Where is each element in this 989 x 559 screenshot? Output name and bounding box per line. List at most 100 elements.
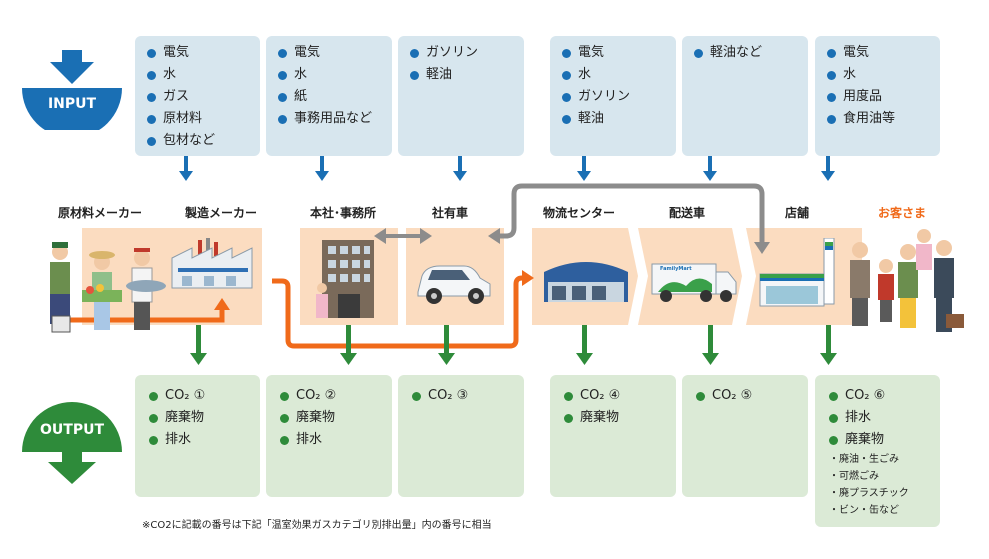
- input-item: 事務用品など: [278, 108, 392, 130]
- bullet-icon: [829, 391, 838, 401]
- output-label: OUTPUT: [40, 422, 104, 438]
- stage-label-distribution: 物流センター: [543, 206, 616, 220]
- bullet-icon: [149, 435, 158, 445]
- output-item: CO₂ ①: [149, 385, 260, 407]
- bullet-icon: [696, 391, 705, 401]
- truck-brand-text: FamilyMart: [660, 266, 692, 272]
- input-item: 電気: [562, 42, 676, 64]
- bullet-icon: [147, 48, 156, 58]
- bullet-icon: [562, 92, 571, 102]
- company-car-illustration: [417, 265, 491, 304]
- output-box-distribution: CO₂ ④ 廃棄物: [550, 375, 676, 497]
- bullet-icon: [149, 391, 158, 401]
- input-item: 水: [147, 64, 260, 86]
- input-item: 軽油: [562, 108, 676, 130]
- input-item: 電気: [147, 42, 260, 64]
- input-item: 電気: [827, 42, 940, 64]
- input-item: 紙: [278, 86, 392, 108]
- input-item: ガソリン: [410, 42, 524, 64]
- output-item: CO₂ ③: [412, 385, 524, 407]
- input-item: 水: [278, 64, 392, 86]
- output-subitem: ・廃プラスチック: [829, 488, 909, 499]
- input-item: 原材料: [147, 108, 260, 130]
- bullet-icon: [280, 413, 289, 423]
- bullet-icon: [410, 48, 419, 58]
- output-box-company-car: CO₂ ③: [398, 375, 524, 497]
- bullet-icon: [410, 70, 419, 80]
- bullet-icon: [827, 70, 836, 80]
- distribution-center-illustration: [544, 262, 628, 302]
- delivery-truck-illustration: [651, 263, 737, 302]
- input-item: 水: [562, 64, 676, 86]
- bullet-icon: [562, 114, 571, 124]
- customers-illustration: [850, 229, 964, 332]
- input-box-distribution: 電気 水 ガソリン 軽油: [550, 36, 676, 156]
- output-item: 廃棄物: [564, 407, 676, 429]
- bullet-icon: [564, 391, 573, 401]
- input-item: 包材など: [147, 130, 260, 152]
- bullet-icon: [829, 435, 838, 445]
- bullet-icon: [147, 114, 156, 124]
- bullet-icon: [280, 435, 289, 445]
- flow-lines: [60, 183, 770, 349]
- input-label: INPUT: [47, 96, 97, 112]
- output-box-head-office: CO₂ ② 廃棄物 排水: [266, 375, 392, 497]
- stage-label-manufacturer: 製造メーカー: [185, 206, 258, 220]
- output-box-store: CO₂ ⑥ 排水 廃棄物 ・廃油・生ごみ ・可燃ごみ ・廃プラスチック ・ビン・…: [815, 375, 940, 527]
- output-item: CO₂ ④: [564, 385, 676, 407]
- bullet-icon: [829, 413, 838, 423]
- input-item: 軽油: [410, 64, 524, 86]
- input-item: ガソリン: [562, 86, 676, 108]
- input-item: 電気: [278, 42, 392, 64]
- bullet-icon: [564, 413, 573, 423]
- output-item: 排水: [829, 407, 940, 429]
- footnote: ※CO2に記載の番号は下記「温室効果ガスカテゴリ別排出量」内の番号に相当: [142, 520, 492, 531]
- input-box-delivery: 軽油など: [682, 36, 808, 156]
- store-illustration: [759, 238, 835, 307]
- input-box-head-office: 電気 水 紙 事務用品など: [266, 36, 392, 156]
- output-item: 排水: [149, 429, 260, 451]
- bullet-icon: [827, 114, 836, 124]
- stage-label-delivery: 配送車: [669, 206, 706, 220]
- input-item: 軽油など: [694, 42, 808, 64]
- raw-material-workers-illustration: [50, 242, 166, 333]
- bullet-icon: [147, 136, 156, 146]
- output-item: CO₂ ⑤: [696, 385, 808, 407]
- input-box-store: 電気 水 用度品 食用油等: [815, 36, 940, 156]
- input-box-company-car: ガソリン 軽油: [398, 36, 524, 156]
- bullet-icon: [827, 92, 836, 102]
- input-item: 水: [827, 64, 940, 86]
- input-item: ガス: [147, 86, 260, 108]
- office-building-illustration: [316, 240, 374, 318]
- bullet-icon: [827, 48, 836, 58]
- bullet-icon: [562, 48, 571, 58]
- output-badge: [22, 402, 122, 484]
- output-item: CO₂ ⑥: [829, 385, 940, 407]
- output-subitem: ・ビン・缶など: [829, 505, 899, 516]
- bullet-icon: [412, 391, 421, 401]
- output-item: 廃棄物: [829, 429, 940, 451]
- output-item: 排水: [280, 429, 392, 451]
- bullet-icon: [278, 48, 287, 58]
- factory-illustration: [171, 238, 253, 289]
- stage-label-company-car: 社有車: [432, 206, 469, 220]
- input-badge: [22, 50, 122, 130]
- bullet-icon: [278, 114, 287, 124]
- bullet-icon: [562, 70, 571, 80]
- bullet-icon: [278, 92, 287, 102]
- stage-label-raw-maker: 原材料メーカー: [58, 206, 143, 220]
- output-item: CO₂ ②: [280, 385, 392, 407]
- input-box-manufacturer: 電気 水 ガス 原材料 包材など: [135, 36, 260, 156]
- output-subitem: ・廃油・生ごみ: [829, 454, 899, 465]
- output-box-delivery: CO₂ ⑤: [682, 375, 808, 497]
- input-item: 食用油等: [827, 108, 940, 130]
- output-arrows: [190, 325, 837, 365]
- stage-label-customer: お客さま: [878, 206, 927, 220]
- output-box-manufacturer: CO₂ ① 廃棄物 排水: [135, 375, 260, 497]
- output-subitem: ・可燃ごみ: [829, 471, 879, 482]
- bullet-icon: [280, 391, 289, 401]
- bullet-icon: [694, 48, 703, 58]
- input-arrows: [179, 156, 835, 181]
- stage-label-store: 店舗: [785, 206, 810, 220]
- bullet-icon: [149, 413, 158, 423]
